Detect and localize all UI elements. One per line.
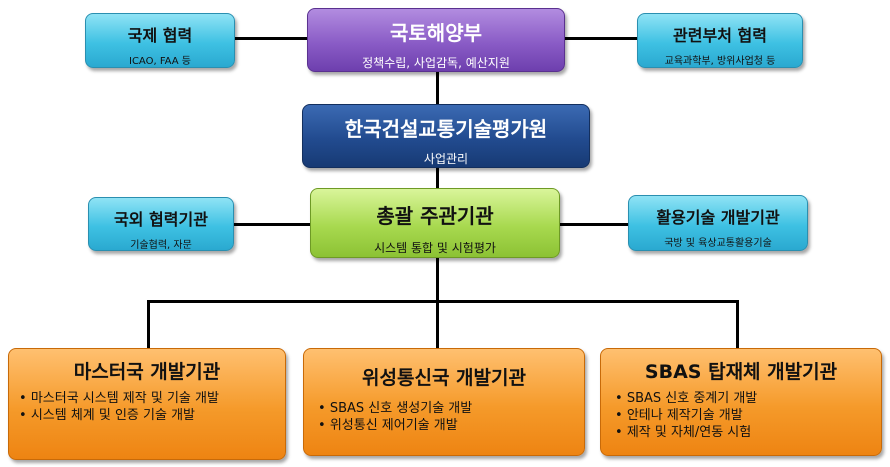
master-station-box: 마스터국 개발기관 마스터국 시스템 제작 및 기술 개발 시스템 체계 및 인…: [8, 348, 286, 460]
connector-line: [560, 223, 628, 226]
list-item: 마스터국 시스템 제작 및 기술 개발: [19, 390, 285, 407]
connector-line: [147, 300, 739, 303]
utilization-subtitle: 국방 및 육상교통활용기술: [664, 238, 772, 249]
sbas-payload-list: SBAS 신호 중계기 개발 안테나 제작기술 개발 제작 및 자체/연동 시험: [601, 390, 881, 441]
connector-line: [436, 300, 439, 348]
overseas-box: 국외 협력기관 기술협력, 자문: [88, 197, 234, 251]
molit-title: 국토해양부: [390, 21, 482, 45]
related-coop-box: 관련부처 협력 교육과학부, 방위사업청 등: [637, 13, 803, 68]
satellite-station-box: 위성통신국 개발기관 SBAS 신호 생성기술 개발 위성통신 제어기술 개발: [303, 348, 585, 456]
related-coop-title: 관련부처 협력: [673, 26, 767, 45]
sbas-payload-box: SBAS 탑재체 개발기관 SBAS 신호 중계기 개발 안테나 제작기술 개발…: [600, 348, 882, 456]
connector-line: [436, 72, 439, 104]
intl-coop-title: 국제 협력: [127, 26, 193, 45]
connector-line: [565, 37, 637, 40]
list-item: 시스템 체계 및 인증 기술 개발: [19, 407, 285, 424]
connector-line: [436, 258, 439, 302]
utilization-title: 활용기술 개발기관: [656, 208, 780, 227]
list-item: 위성통신 제어기술 개발: [318, 417, 584, 434]
kicte-box: 한국건설교통기술평가원 사업관리: [302, 104, 590, 168]
overseas-title: 국외 협력기관: [114, 210, 208, 229]
main-org-box: 총괄 주관기관 시스템 통합 및 시험평가: [310, 188, 560, 258]
molit-box: 국토해양부 정책수립, 사업감독, 예산지원: [307, 8, 565, 72]
satellite-station-list: SBAS 신호 생성기술 개발 위성통신 제어기술 개발: [304, 400, 584, 434]
connector-line: [736, 300, 739, 348]
intl-coop-box: 국제 협력 ICAO, FAA 등: [85, 13, 235, 68]
satellite-station-title: 위성통신국 개발기관: [362, 367, 526, 389]
main-org-title: 총괄 주관기관: [376, 204, 494, 228]
kicte-title: 한국건설교통기술평가원: [344, 117, 548, 141]
utilization-box: 활용기술 개발기관 국방 및 육상교통활용기술: [628, 195, 808, 251]
intl-coop-subtitle: ICAO, FAA 등: [129, 56, 191, 67]
overseas-subtitle: 기술협력, 자문: [130, 240, 192, 251]
kicte-subtitle: 사업관리: [423, 152, 469, 166]
master-station-title: 마스터국 개발기관: [73, 361, 221, 383]
related-coop-subtitle: 교육과학부, 방위사업청 등: [664, 56, 776, 67]
connector-line: [235, 37, 307, 40]
master-station-list: 마스터국 시스템 제작 및 기술 개발 시스템 체계 및 인증 기술 개발: [9, 390, 285, 424]
main-org-subtitle: 시스템 통합 및 시험평가: [374, 241, 496, 255]
connector-line: [436, 168, 439, 188]
list-item: SBAS 신호 중계기 개발: [615, 390, 881, 407]
sbas-payload-title: SBAS 탑재체 개발기관: [644, 361, 838, 383]
connector-line: [234, 223, 310, 226]
list-item: 제작 및 자체/연동 시험: [615, 424, 881, 441]
list-item: 안테나 제작기술 개발: [615, 407, 881, 424]
connector-line: [147, 300, 150, 348]
list-item: SBAS 신호 생성기술 개발: [318, 400, 584, 417]
molit-subtitle: 정책수립, 사업감독, 예산지원: [362, 56, 510, 70]
